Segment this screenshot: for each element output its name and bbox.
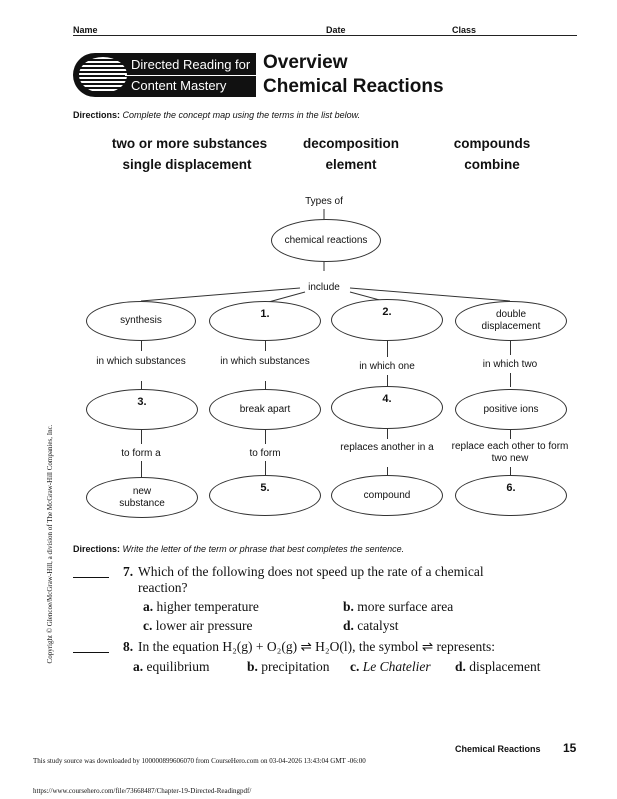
q7-option-a: a. higher temperature: [143, 599, 259, 614]
link2-positive-ions: replace each other to form two new: [451, 441, 569, 464]
directions-text: Complete the concept map using the terms…: [122, 110, 361, 120]
term-5: element: [325, 157, 377, 172]
directions2-label: Directions:: [73, 544, 121, 554]
q7-number: 7.: [123, 564, 134, 579]
class-label: Class: [452, 25, 477, 35]
banner-line1: Directed Reading for: [131, 57, 251, 72]
q8-option-a: a. equilibrium: [133, 659, 210, 674]
footer-url[interactable]: https://www.coursehero.com/file/73668487…: [33, 787, 252, 795]
term-4: single displacement: [122, 157, 252, 172]
directions-1: Directions: Complete the concept map usi…: [73, 110, 360, 120]
blank-2: 2.: [331, 299, 443, 341]
header-rule: [73, 35, 577, 36]
term-6: combine: [464, 157, 520, 172]
q7-text2: reaction?: [138, 580, 188, 595]
link1-blank2: in which one: [359, 361, 415, 372]
link1-double: in which two: [482, 359, 538, 370]
name-label: Name: [73, 25, 98, 35]
q8-number: 8.: [123, 639, 134, 654]
directed-reading-banner: Directed Reading for Content Mastery: [73, 53, 256, 97]
types-of-label: Types of: [305, 196, 343, 207]
q8-option-b: b. precipitation: [247, 659, 330, 674]
footer-page-number: 15: [563, 741, 577, 755]
directions-2: Directions: Write the letter of the term…: [73, 544, 404, 554]
link2-break-apart: to form: [249, 448, 281, 459]
q7-option-c: c. lower air pressure: [143, 618, 253, 633]
banner-line2: Content Mastery: [131, 78, 227, 93]
footer-source: This study source was downloaded by 1000…: [33, 757, 366, 765]
date-label: Date: [326, 25, 346, 35]
term-1: two or more substances: [111, 136, 268, 151]
q7-option-d: d. catalyst: [343, 618, 399, 633]
link1-synthesis: in which substances: [96, 356, 186, 367]
q8-option-d: d. displacement: [455, 659, 541, 674]
q7-text: Which of the following does not speed up…: [138, 564, 484, 579]
blank-1: 1.: [209, 301, 321, 341]
q8-option-c: c. Le Chatelier: [350, 659, 431, 674]
node-new-substance: new substance: [86, 477, 198, 518]
link1-blank1: in which substances: [220, 356, 310, 367]
term-2: decomposition: [302, 136, 399, 151]
include-label: include: [308, 282, 340, 293]
directions-label: Directions:: [73, 110, 121, 120]
footer-chapter: Chemical Reactions: [455, 744, 541, 754]
answer-line-8[interactable]: [73, 652, 109, 653]
node-double-displacement: double displacement: [455, 301, 567, 341]
globe-icon: [79, 57, 127, 93]
node-positive-ions: positive ions: [455, 389, 567, 430]
directions2-text: Write the letter of the term or phrase t…: [122, 544, 405, 554]
node-synthesis: synthesis: [86, 301, 196, 341]
blank-3: 3.: [86, 389, 198, 430]
node-compound: compound: [331, 475, 443, 516]
page-title-overview: Overview: [263, 52, 348, 73]
page-title: Chemical Reactions: [263, 76, 444, 97]
blank-4: 4.: [331, 386, 443, 429]
q7-option-b: b. more surface area: [343, 599, 454, 614]
node-break-apart: break apart: [209, 389, 321, 430]
blank-6: 6.: [455, 475, 567, 516]
term-3: compounds: [453, 136, 531, 151]
link2-blank4: replaces another in a: [340, 442, 434, 453]
link2-blank3: to form a: [121, 448, 161, 459]
copyright-text: Copyright © Glencoe/McGraw-Hill, a divis…: [46, 424, 54, 664]
blank-5: 5.: [209, 475, 321, 516]
q8-text: In the equation H₂(g) + O₂(g) ⇌ H₂O(l), …: [138, 639, 496, 654]
answer-line-7[interactable]: [73, 577, 109, 578]
node-chemical-reactions: chemical reactions: [271, 219, 381, 262]
